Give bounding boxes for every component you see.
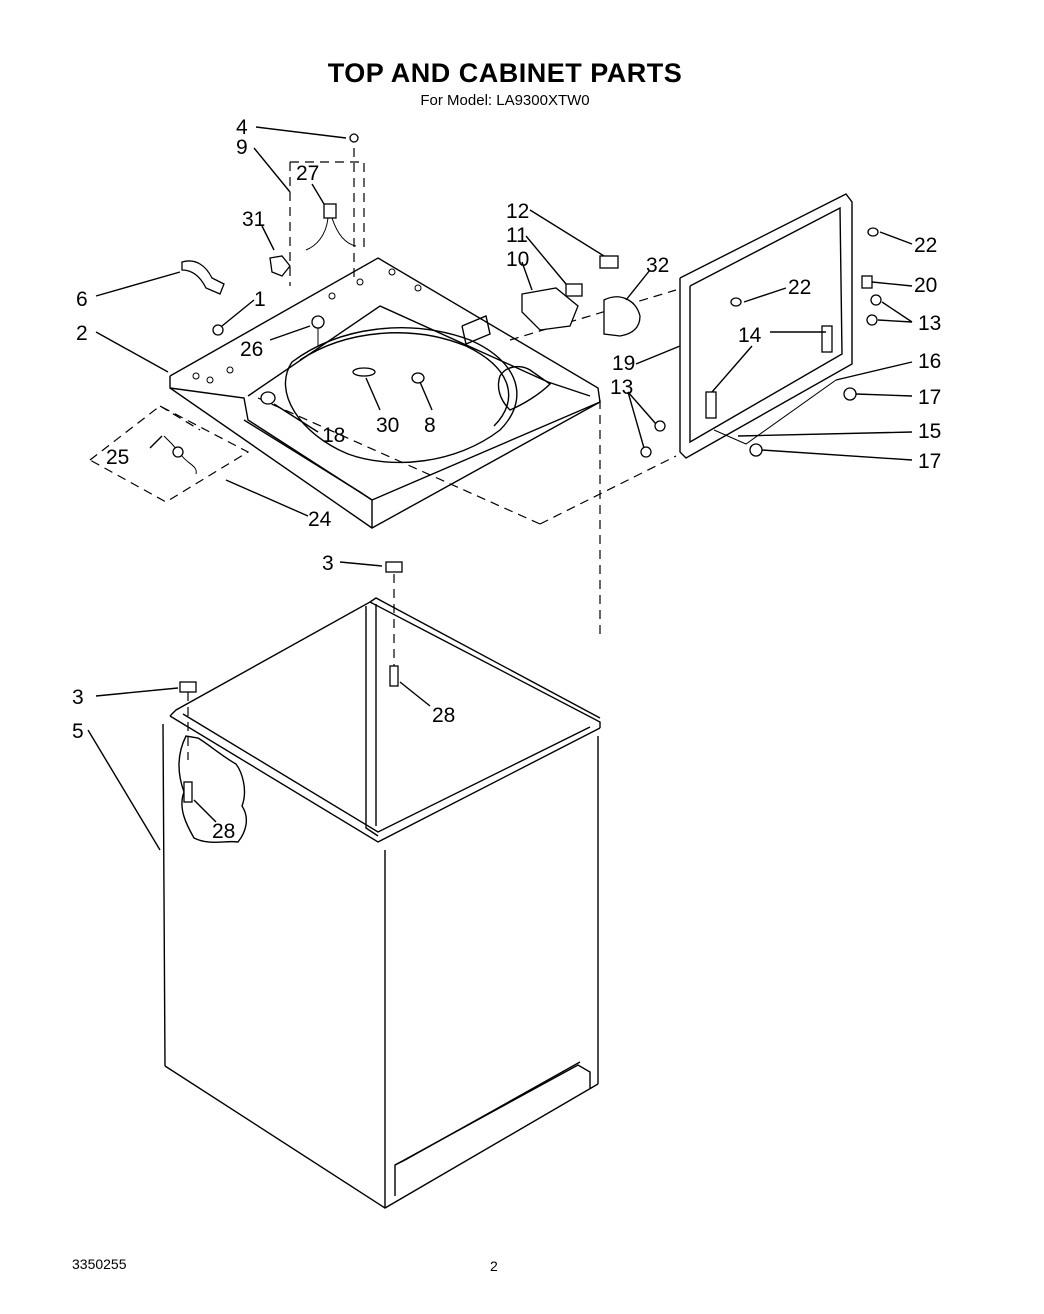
assembly-guide-lines (89, 148, 677, 760)
callout-1: 1 (254, 288, 266, 311)
callout-16: 16 (918, 350, 941, 373)
callout-15: 15 (918, 420, 941, 443)
callout-20: 20 (914, 274, 937, 297)
callout-2: 2 (76, 322, 88, 345)
callout-17-upper: 17 (918, 386, 941, 409)
callout-3-lower: 3 (72, 686, 84, 709)
callout-8: 8 (424, 414, 436, 437)
callout-14: 14 (738, 324, 762, 347)
callout-24: 24 (308, 508, 332, 531)
callout-26: 26 (240, 338, 263, 361)
page-number: 2 (490, 1258, 498, 1274)
callout-3-upper: 3 (322, 552, 334, 575)
callout-27: 27 (296, 162, 319, 185)
callout-28-lower: 28 (212, 820, 235, 843)
hardware-parts (163, 133, 882, 803)
callout-13-left: 13 (610, 376, 633, 399)
callout-10: 10 (506, 248, 529, 271)
callout-28-upper: 28 (432, 704, 455, 727)
callout-31: 31 (242, 208, 265, 231)
callout-30: 30 (376, 414, 399, 437)
cabinet (162, 597, 601, 1209)
callout-11: 11 (506, 224, 528, 247)
lid (679, 193, 853, 459)
callout-6: 6 (76, 288, 88, 311)
callout-18: 18 (322, 424, 345, 447)
washer-top (169, 257, 601, 529)
page-title: TOP AND CABINET PARTS (327, 58, 683, 88)
callout-13-right: 13 (918, 312, 941, 335)
callout-25: 25 (106, 446, 129, 469)
leader-lines (87, 126, 913, 851)
callout-22-inner: 22 (788, 276, 811, 299)
callout-32: 32 (646, 254, 669, 277)
callout-19: 19 (612, 352, 635, 375)
model-subtitle: For Model: LA9300XTW0 (420, 92, 590, 109)
callout-4: 4 (236, 116, 248, 139)
document-number: 3350255 (72, 1256, 127, 1272)
callout-22-top: 22 (914, 234, 937, 257)
callout-9: 9 (236, 136, 248, 159)
callout-12: 12 (506, 200, 529, 223)
callout-labels: 4 9 27 31 6 1 2 26 12 11 10 32 22 22 20 … (72, 116, 941, 843)
callout-5: 5 (72, 720, 84, 743)
callout-17-lower: 17 (918, 450, 941, 473)
